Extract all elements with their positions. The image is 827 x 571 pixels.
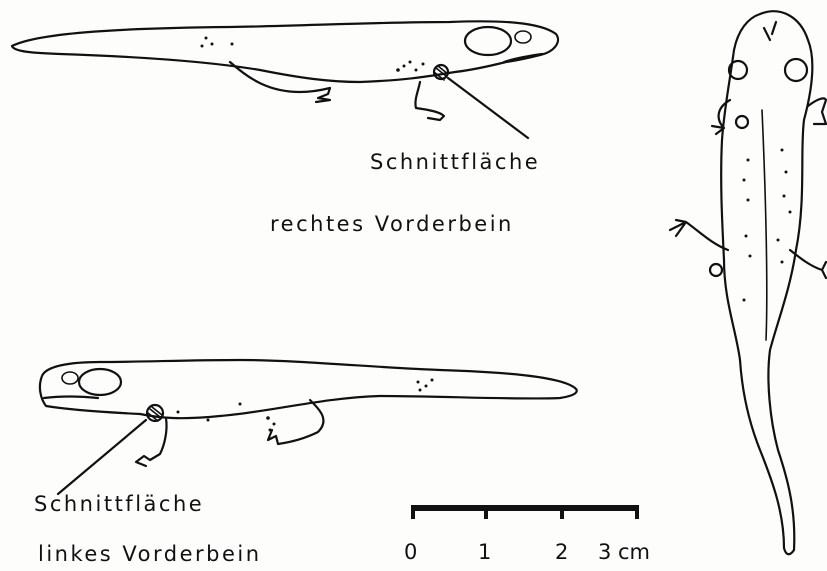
label-top-limb: rechtes Vorderbein [270, 212, 514, 236]
label-bottom-cut-surface: Schnittfläche [34, 492, 204, 516]
scale-tick-3 [635, 505, 639, 519]
label-bottom-limb: linkes Vorderbein [38, 542, 262, 566]
scale-label-2: 2 [555, 540, 568, 564]
scale-tick-0 [411, 505, 415, 519]
scale-label-1: 1 [478, 540, 491, 564]
scale-bar [411, 505, 639, 519]
scale-bar-line [411, 505, 639, 511]
salamander-dorsal-view [670, 11, 826, 554]
scale-tick-2 [560, 505, 564, 519]
label-top-cut-surface: Schnittfläche [370, 150, 540, 174]
scale-tick-1 [484, 505, 488, 519]
salamander-bottom-side-view [40, 360, 577, 494]
scale-label-0: 0 [404, 540, 417, 564]
salamander-top-side-view [12, 21, 558, 138]
scale-label-3: 3 [598, 540, 611, 564]
scale-unit-label: cm [618, 540, 650, 564]
